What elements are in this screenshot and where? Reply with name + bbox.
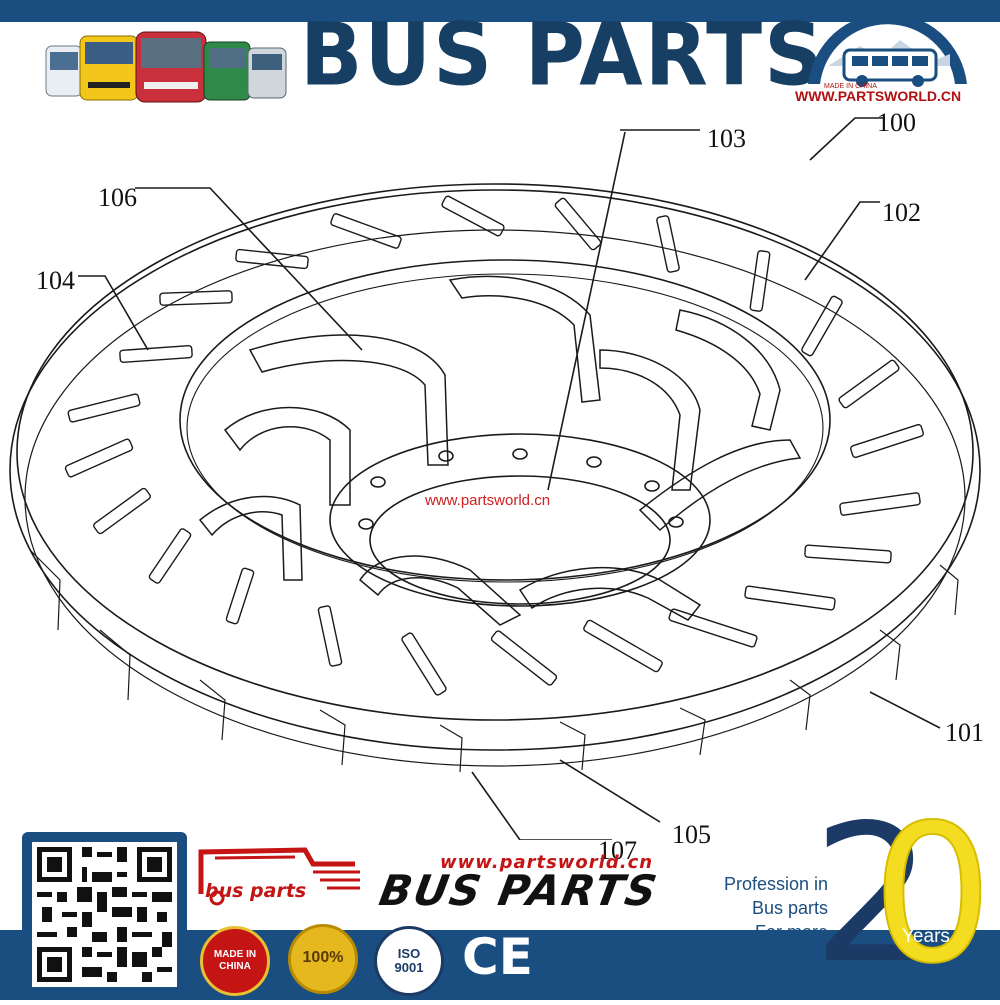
bus-photo-green (203, 41, 251, 101)
friction-slots (64, 195, 924, 696)
qr-code[interactable] (32, 842, 177, 987)
cooling-fins (29, 549, 959, 773)
bus-photos-image (40, 30, 290, 104)
partsworld-logo: MADE IN CHINA (808, 12, 967, 90)
page-title: BUS PARTS (300, 5, 826, 106)
bus-photo-white (45, 45, 83, 97)
bus-parts-logo-icon (198, 847, 360, 906)
ce-mark: CE (462, 928, 533, 986)
bus-photo-yellow (79, 35, 139, 101)
disc-lower-edge (9, 189, 981, 751)
hub-bolt-holes (358, 448, 684, 530)
hub-bore (369, 475, 671, 605)
footer-brand-text: BUS PARTS (375, 866, 663, 915)
callout-104: 104 (36, 266, 75, 295)
bus-photo-silver (247, 47, 287, 99)
leader-lines (78, 117, 941, 840)
watermark-text: www.partsworld.cn (425, 492, 551, 509)
header-banner: BUS PARTS MADE IN CHINA WWW.PARTSWORLD.C… (0, 0, 1000, 110)
logo-badge-text: MADE IN CHINA (824, 83, 877, 90)
callout-103: 103 (707, 124, 746, 153)
hub-flange (329, 433, 711, 607)
callout-107: 107 (598, 836, 637, 865)
disc-outer-edge (16, 183, 974, 721)
profession-text: Profession in Bus parts For more Tnan (698, 872, 828, 968)
profession-line-4: Tnan (786, 946, 828, 966)
years-number-two: 2 (812, 784, 933, 1005)
logo-url: WWW.PARTSWORLD.CN (795, 88, 962, 104)
callout-102: 102 (882, 198, 921, 227)
footer-logo-text: bus parts (205, 880, 307, 902)
vane-arms (198, 275, 802, 626)
callout-105: 105 (672, 820, 711, 849)
bus-photo-red (135, 31, 207, 103)
profession-line-2: Bus parts (751, 898, 828, 918)
callout-101: 101 (945, 718, 984, 747)
disc-inner-edge (179, 259, 831, 581)
years-word: Years (902, 926, 950, 947)
satisfaction-guarantee-badge: 100% (288, 924, 358, 994)
footer-url[interactable]: www.partsworld.cn (440, 852, 654, 873)
brake-disc-drawing (9, 117, 981, 840)
header-band (0, 0, 1000, 22)
years-number-zero: 0 (871, 784, 994, 1005)
disc-base-edge (24, 229, 966, 767)
made-in-china-badge: MADE IN CHINA (200, 926, 270, 996)
profession-line-1: Profession in (723, 874, 828, 894)
iso-9001-badge: ISO 9001 (374, 926, 444, 996)
callout-106: 106 (98, 183, 137, 212)
callout-100: 100 (877, 108, 916, 137)
profession-line-3: For more (754, 922, 828, 942)
